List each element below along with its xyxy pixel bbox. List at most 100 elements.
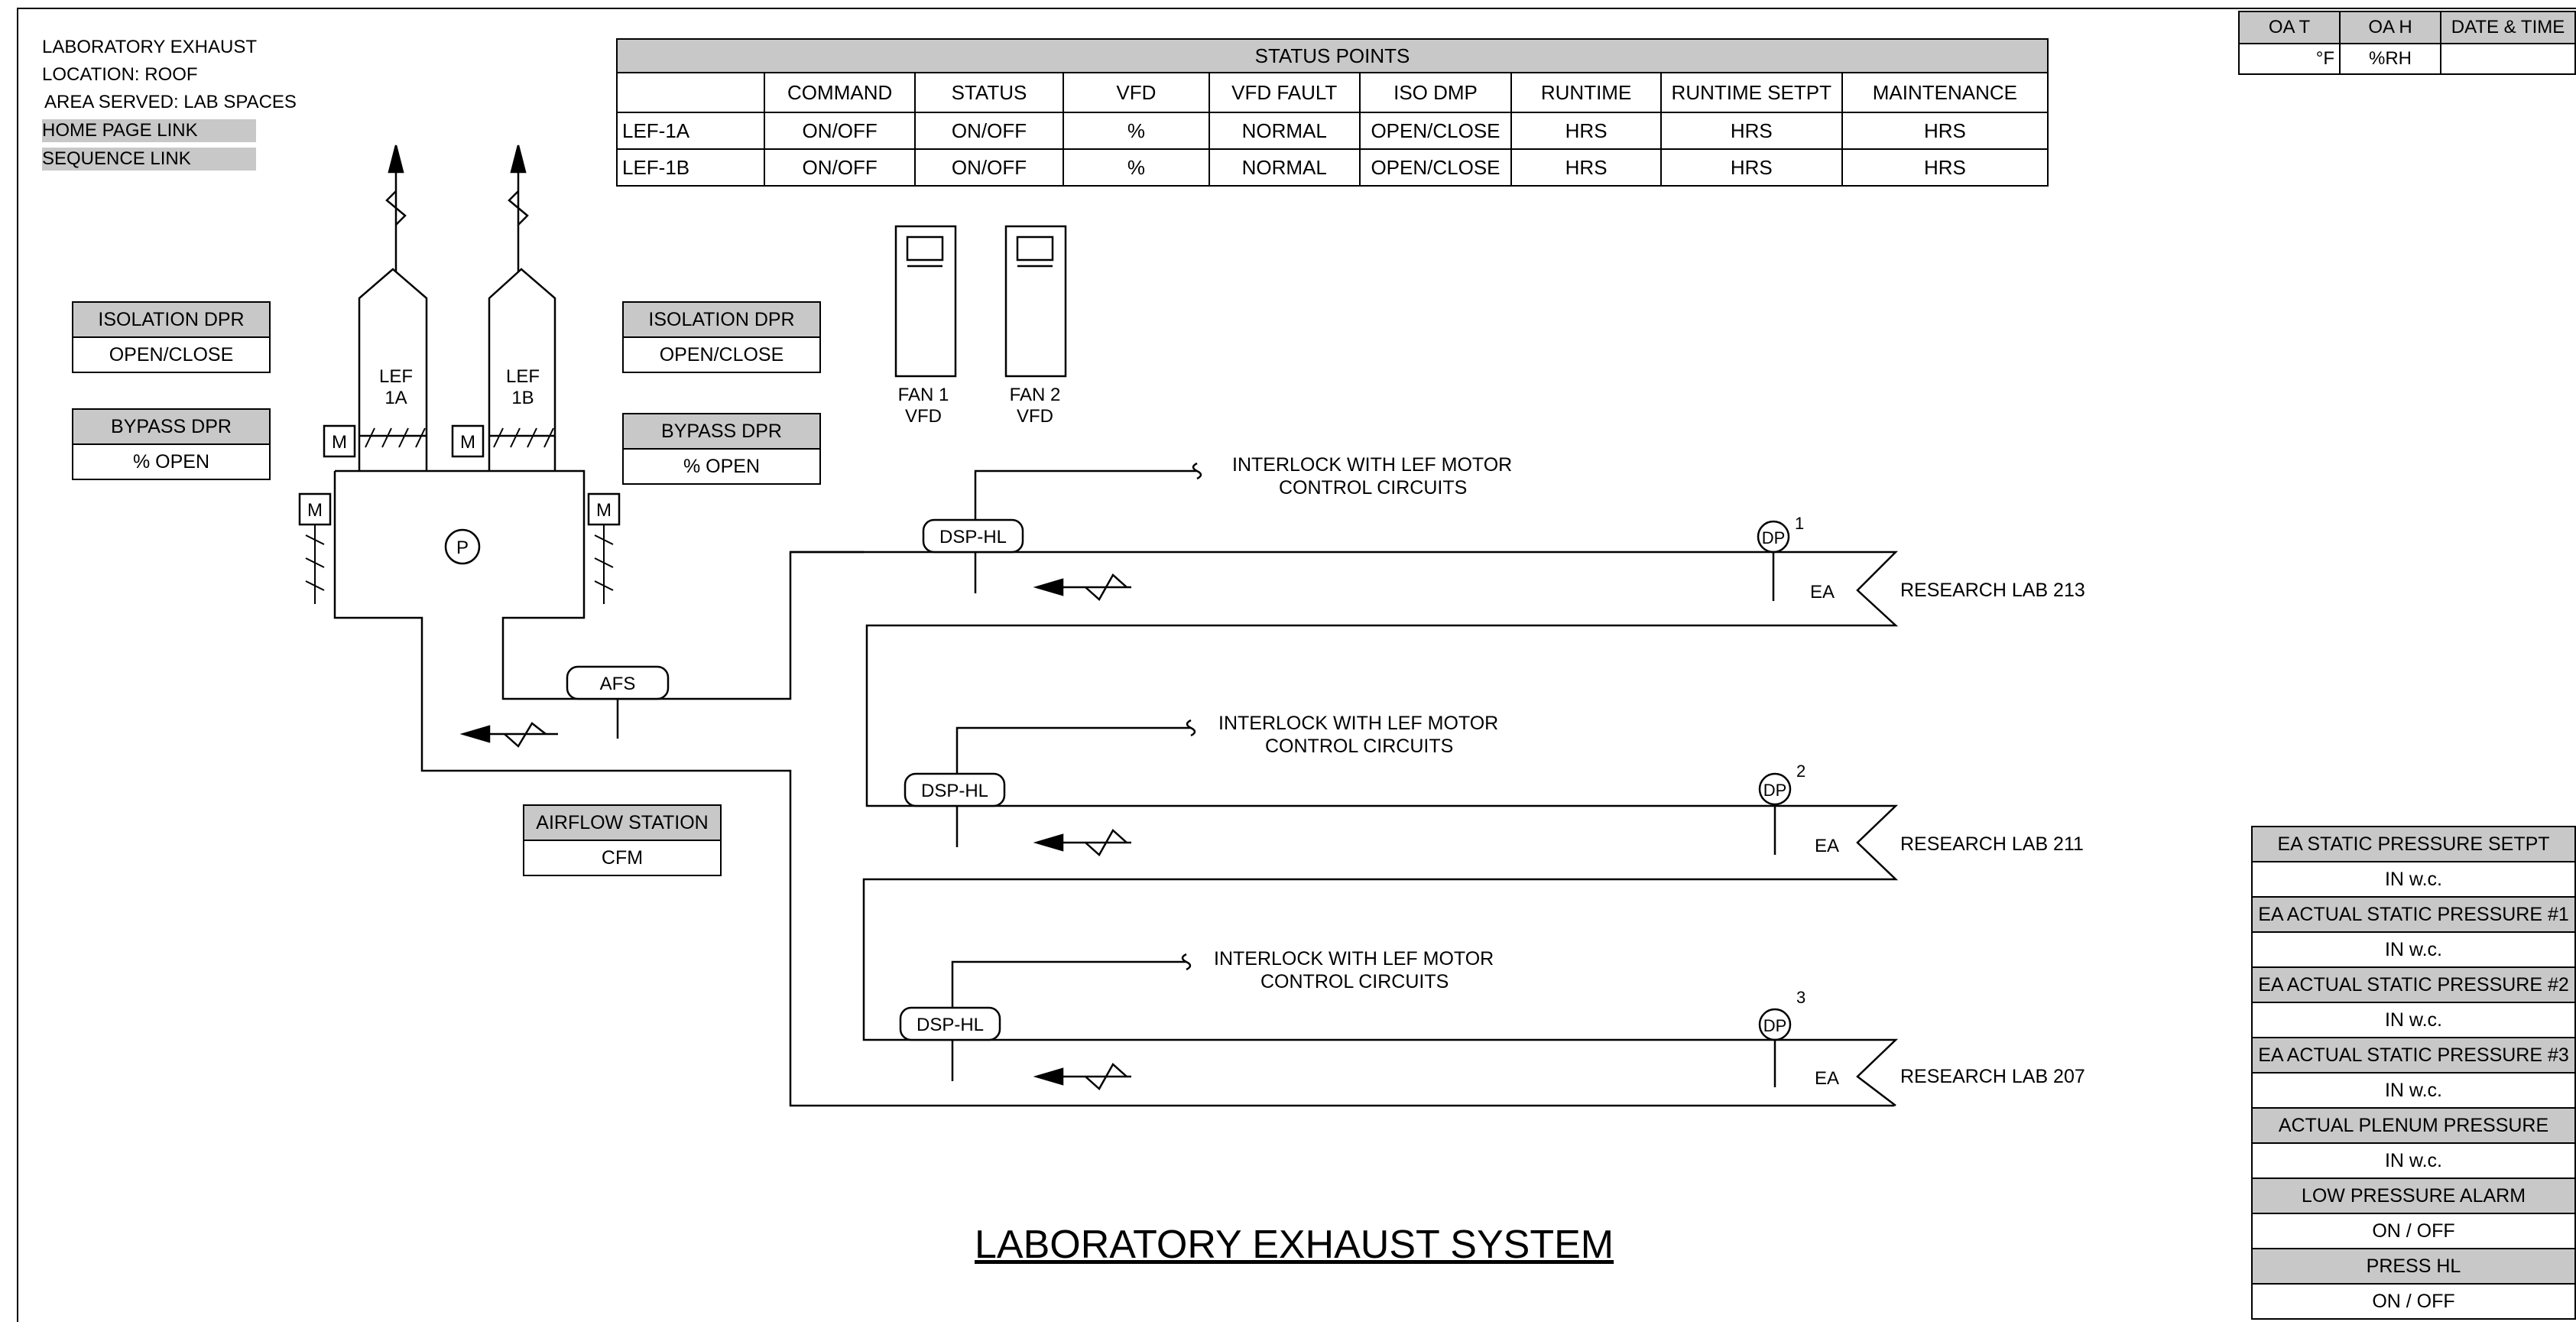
col-header: COMMAND bbox=[764, 72, 916, 113]
row-name: LEF-1A bbox=[615, 112, 766, 150]
status-points-title: STATUS POINTS bbox=[616, 38, 2049, 73]
interlock-text2-lab-213: CONTROL CIRCUITS bbox=[1279, 477, 1467, 499]
pressure-value[interactable]: IN w.c. bbox=[2251, 861, 2576, 898]
pressure-title: EA ACTUAL STATIC PRESSURE #3 bbox=[2251, 1037, 2576, 1074]
header-system-name: LABORATORY EXHAUST bbox=[42, 37, 257, 57]
pressure-sensor-lab-207[interactable] bbox=[899, 1006, 1001, 1041]
col-header: ISO DMP bbox=[1358, 72, 1513, 113]
pressure-sensor-lab-211-label: DSP-HL bbox=[921, 781, 988, 801]
table-row: LEF-1B ON/OFF ON/OFF % NORMAL OPEN/CLOSE… bbox=[615, 148, 2049, 187]
interlock-line-lab-207 bbox=[951, 953, 1192, 1008]
fan-lef-1b-label: LEF bbox=[506, 366, 540, 387]
right-bypass-damper-box: BYPASS DPR % OPEN bbox=[622, 413, 821, 485]
pressure-panel: EA STATIC PRESSURE SETPT IN w.c. EA ACTU… bbox=[2251, 826, 2576, 1320]
date-time-header: DATE & TIME bbox=[2440, 11, 2576, 44]
damper-1b-blades bbox=[493, 427, 554, 448]
lab-name-207: RESEARCH LAB 207 bbox=[1900, 1066, 2085, 1087]
table-cell[interactable]: ON/OFF bbox=[764, 112, 916, 150]
oa-humidity-value: %RH bbox=[2339, 43, 2441, 75]
pressure-sensor-lab-211[interactable] bbox=[904, 772, 1006, 807]
ea-label-lab-213: EA bbox=[1810, 582, 1835, 603]
table-cell[interactable]: HRS bbox=[1659, 148, 1843, 187]
table-cell: HRS bbox=[1841, 148, 2049, 187]
interlock-line-lab-211 bbox=[955, 719, 1196, 774]
right-isolation-damper-box: ISOLATION DPR OPEN/CLOSE bbox=[622, 301, 821, 373]
col-header: RUNTIME bbox=[1510, 72, 1662, 113]
oa-temp-value: °F bbox=[2238, 43, 2341, 75]
bypass-motor-left-label: M bbox=[307, 500, 323, 521]
left-isolation-damper-box: ISOLATION DPR OPEN/CLOSE bbox=[72, 301, 271, 373]
bypass-damper-left bbox=[305, 525, 325, 604]
fan-1-vfd-display bbox=[906, 235, 944, 261]
fan-1-vfd-sublabel: VFD bbox=[905, 406, 942, 427]
dp-sensor-lab-213-label: DP bbox=[1762, 528, 1786, 547]
header-area-served: AREA SERVED: LAB SPACES bbox=[44, 92, 297, 112]
interlock-text-lab-211: INTERLOCK WITH LEF MOTOR bbox=[1218, 713, 1498, 734]
airflow-sensor-label: AFS bbox=[600, 674, 636, 694]
duct-lab-213 bbox=[790, 551, 1899, 1106]
motor-1a-label: M bbox=[332, 432, 347, 453]
page-title: LABORATORY EXHAUST SYSTEM bbox=[975, 1223, 1614, 1267]
pressure-title: EA ACTUAL STATIC PRESSURE #1 bbox=[2251, 896, 2576, 933]
motor-1a-box bbox=[323, 424, 356, 458]
ea-label-lab-207: EA bbox=[1815, 1068, 1839, 1089]
pressure-title: PRESS HL bbox=[2251, 1248, 2576, 1285]
home-page-link[interactable]: HOME PAGE LINK bbox=[42, 119, 256, 142]
pressure-value: ON / OFF bbox=[2251, 1213, 2576, 1249]
fan-2-vfd-display bbox=[1016, 235, 1054, 261]
sequence-link[interactable]: SEQUENCE LINK bbox=[42, 148, 256, 171]
dp-sensor-lab-211-number: 2 bbox=[1796, 762, 1805, 781]
pressure-value: IN w.c. bbox=[2251, 1002, 2576, 1038]
airflow-arrow-lab-211 bbox=[1033, 829, 1131, 856]
fan-lef-1a-number: 1A bbox=[384, 388, 407, 408]
fan-lef-1b-number: 1B bbox=[511, 388, 534, 408]
pressure-sensor-lab-213[interactable] bbox=[922, 518, 1024, 554]
header-location: LOCATION: ROOF bbox=[42, 64, 198, 85]
corner-cell bbox=[615, 72, 766, 113]
dp-sensor-lab-211-label: DP bbox=[1763, 781, 1787, 800]
pressure-sensor-lab-207-label: DSP-HL bbox=[917, 1015, 984, 1035]
status-points-table: STATUS POINTS COMMAND STATUS VFD VFD FAU… bbox=[615, 38, 2049, 187]
airflow-arrow-lab-207 bbox=[1033, 1063, 1131, 1090]
left-isolation-damper-value[interactable]: OPEN/CLOSE bbox=[109, 344, 234, 365]
table-cell: % bbox=[1063, 148, 1210, 187]
airflow-arrow-plenum bbox=[459, 722, 558, 748]
interlock-text-lab-207: INTERLOCK WITH LEF MOTOR bbox=[1214, 948, 1494, 970]
bypass-motor-right-label: M bbox=[596, 500, 612, 521]
right-bypass-damper-value[interactable]: % OPEN bbox=[683, 456, 761, 477]
fan-2-vfd[interactable] bbox=[1004, 225, 1067, 378]
pressure-value: IN w.c. bbox=[2251, 1142, 2576, 1179]
table-cell: NORMAL bbox=[1208, 112, 1361, 150]
right-isolation-damper-value[interactable]: OPEN/CLOSE bbox=[659, 344, 784, 365]
col-header: MAINTENANCE bbox=[1841, 72, 2049, 113]
table-cell: HRS bbox=[1510, 112, 1662, 150]
motor-1b-label: M bbox=[460, 432, 475, 453]
fan-lef-1a-label: LEF bbox=[379, 366, 413, 387]
table-cell[interactable]: HRS bbox=[1659, 112, 1843, 150]
table-cell: OPEN/CLOSE bbox=[1358, 148, 1513, 187]
pressure-title: EA STATIC PRESSURE SETPT bbox=[2251, 826, 2576, 862]
lab-name-213: RESEARCH LAB 213 bbox=[1900, 580, 2085, 601]
date-time-value bbox=[2440, 43, 2576, 75]
table-cell: ON/OFF bbox=[913, 112, 1065, 150]
dp-sensor-lab-213-number: 1 bbox=[1795, 514, 1804, 533]
left-bypass-damper-box: BYPASS DPR % OPEN bbox=[72, 408, 271, 480]
oa-humidity-header: OA H bbox=[2339, 11, 2441, 44]
fan-lef-1a[interactable] bbox=[358, 268, 428, 471]
fan-lef-1b[interactable] bbox=[488, 268, 556, 471]
airflow-station-value: CFM bbox=[601, 847, 644, 869]
bypass-damper-right bbox=[594, 525, 614, 604]
table-cell[interactable]: ON/OFF bbox=[764, 148, 916, 187]
left-bypass-damper-value[interactable]: % OPEN bbox=[132, 451, 210, 473]
sheet-border-left bbox=[17, 8, 18, 1322]
fan-2-vfd-label: FAN 2 bbox=[1010, 385, 1061, 405]
plenum-pressure-sensor[interactable] bbox=[444, 528, 481, 565]
interlock-text2-lab-207: CONTROL CIRCUITS bbox=[1260, 971, 1449, 992]
fan-1-vfd[interactable] bbox=[894, 225, 957, 378]
discharge-arrow-1b bbox=[508, 145, 529, 271]
sheet-border-top bbox=[17, 8, 2576, 9]
table-cell: % bbox=[1063, 112, 1210, 150]
pressure-value: ON / OFF bbox=[2251, 1283, 2576, 1320]
dp-sensor-lab-207-number: 3 bbox=[1796, 988, 1805, 1007]
